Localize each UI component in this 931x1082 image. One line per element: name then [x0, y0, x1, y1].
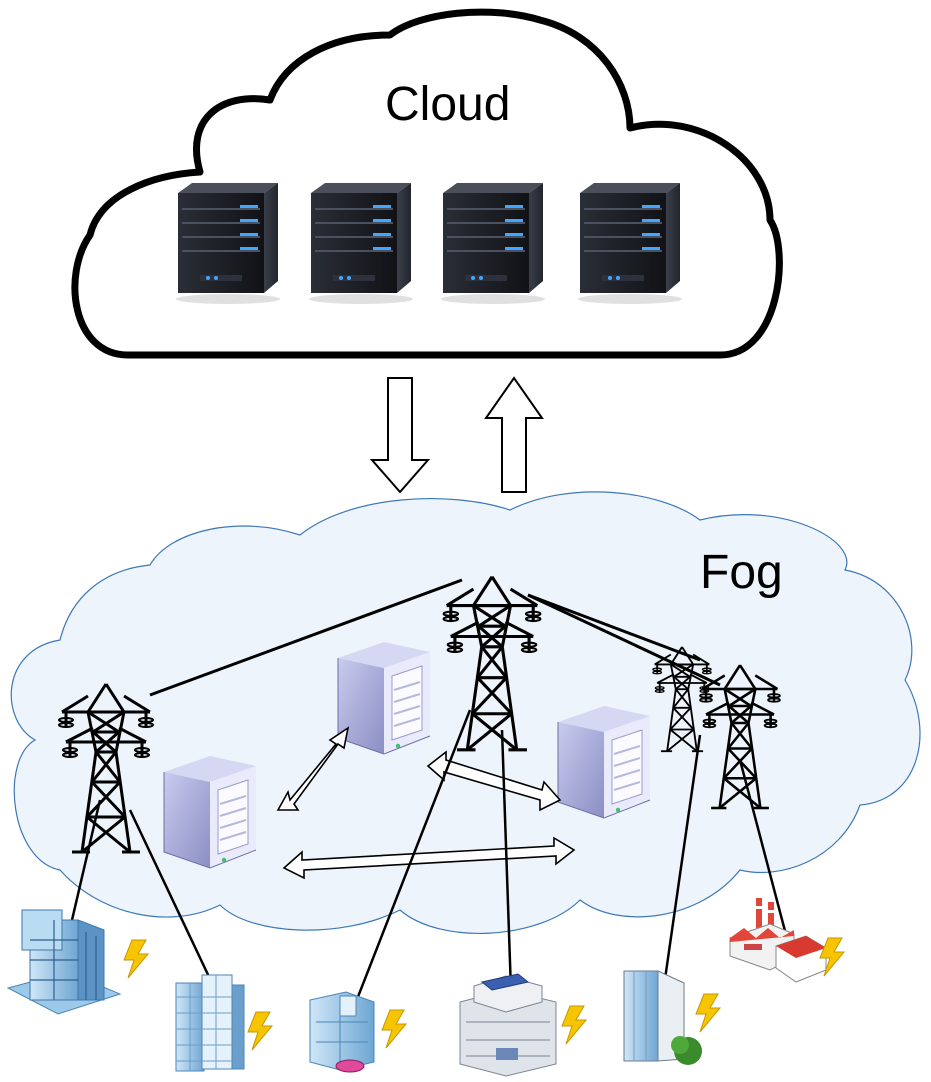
building-icon [623, 970, 702, 1065]
distribution-lines [56, 709, 792, 1031]
cloud-fog-arrows [369, 376, 544, 494]
double-arrow-icon [282, 836, 576, 880]
fog-link-arrows [276, 726, 576, 880]
server-rack-icon [308, 182, 414, 305]
building-icon [6, 909, 122, 1015]
server-rack-icon [577, 182, 683, 305]
building-icon [459, 973, 557, 1077]
double-arrow-icon [276, 726, 350, 811]
building-icon [175, 974, 245, 1072]
building-icon [309, 991, 375, 1073]
lightning-icon [561, 1005, 587, 1045]
car-icon [335, 1059, 365, 1073]
down-arrow-icon [369, 377, 431, 494]
cloud-region: Cloud [71, 8, 783, 359]
power-lines [149, 578, 721, 697]
server-rack-icon [175, 182, 281, 305]
fog-server-icon [337, 641, 431, 755]
lightning-icon [695, 993, 721, 1033]
fog-server-icon [557, 705, 651, 819]
server-rack-icon [440, 182, 546, 305]
lightning-icon [123, 939, 149, 979]
fog-server-icon [163, 755, 257, 869]
lightning-icon [247, 1011, 273, 1051]
factory-icon [729, 898, 827, 983]
cloud-label: Cloud [385, 78, 510, 131]
fog-label: Fog [700, 546, 783, 599]
up-arrow-icon [484, 376, 544, 493]
lightning-icon [381, 1009, 407, 1049]
